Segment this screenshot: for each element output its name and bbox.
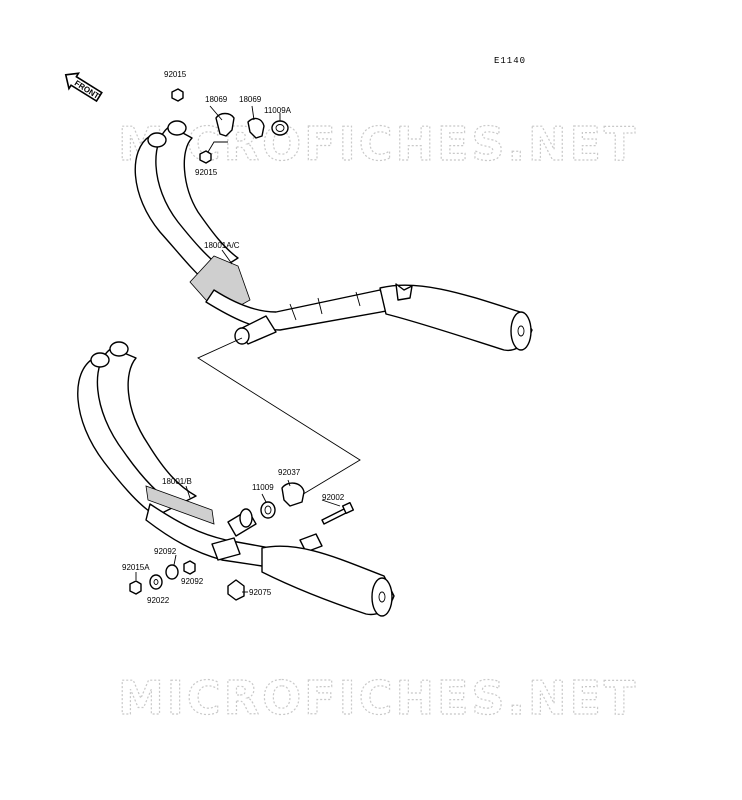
part-92002-bolt: [321, 501, 355, 525]
exhaust-assembly-lower: [77, 341, 395, 617]
label-18069-a: 18069: [205, 95, 228, 104]
label-11009: 11009: [252, 483, 274, 492]
part-11009-gasket: [260, 501, 276, 519]
part-92037-clamp: [281, 482, 305, 507]
part-11009A-gasket: [271, 120, 289, 136]
label-11009A: 11009A: [264, 106, 292, 115]
part-92015-nut-bottom: [199, 150, 212, 164]
leader-lines: [135, 105, 341, 593]
watermark-top: MICROFICHES.NET: [118, 117, 638, 171]
label-18001AC: 18001A/C: [204, 241, 240, 250]
label-18069-b: 18069: [239, 95, 262, 104]
sheet-code: E1140: [494, 56, 526, 66]
part-18069-clamp-b: [247, 117, 265, 139]
label-92015A: 92015A: [122, 563, 150, 572]
label-92022: 92022: [147, 596, 170, 605]
reference-line: [197, 337, 361, 497]
part-92015-nut-top: [171, 88, 184, 102]
part-92092-collar-a: [165, 564, 179, 580]
watermark-bottom: MICROFICHES.NET: [118, 671, 638, 725]
label-92002: 92002: [322, 493, 345, 502]
label-92015-bottom: 92015: [195, 168, 218, 177]
label-92037: 92037: [278, 468, 301, 477]
part-92015A-nut: [129, 580, 142, 595]
label-92092-a: 92092: [154, 547, 177, 556]
label-18001B: 18001/B: [162, 477, 192, 486]
label-92092-b: 92092: [181, 577, 204, 586]
part-92075-rubber-damper: [227, 579, 245, 601]
front-arrow-icon: FRONT: [64, 72, 103, 103]
part-18069-clamp-a: [207, 112, 235, 153]
exhaust-assembly-upper: [134, 120, 533, 352]
label-92075: 92075: [249, 588, 272, 597]
part-92022-washer: [149, 574, 163, 590]
label-92015-top: 92015: [164, 70, 187, 79]
part-92092-collar-b: [183, 560, 196, 575]
